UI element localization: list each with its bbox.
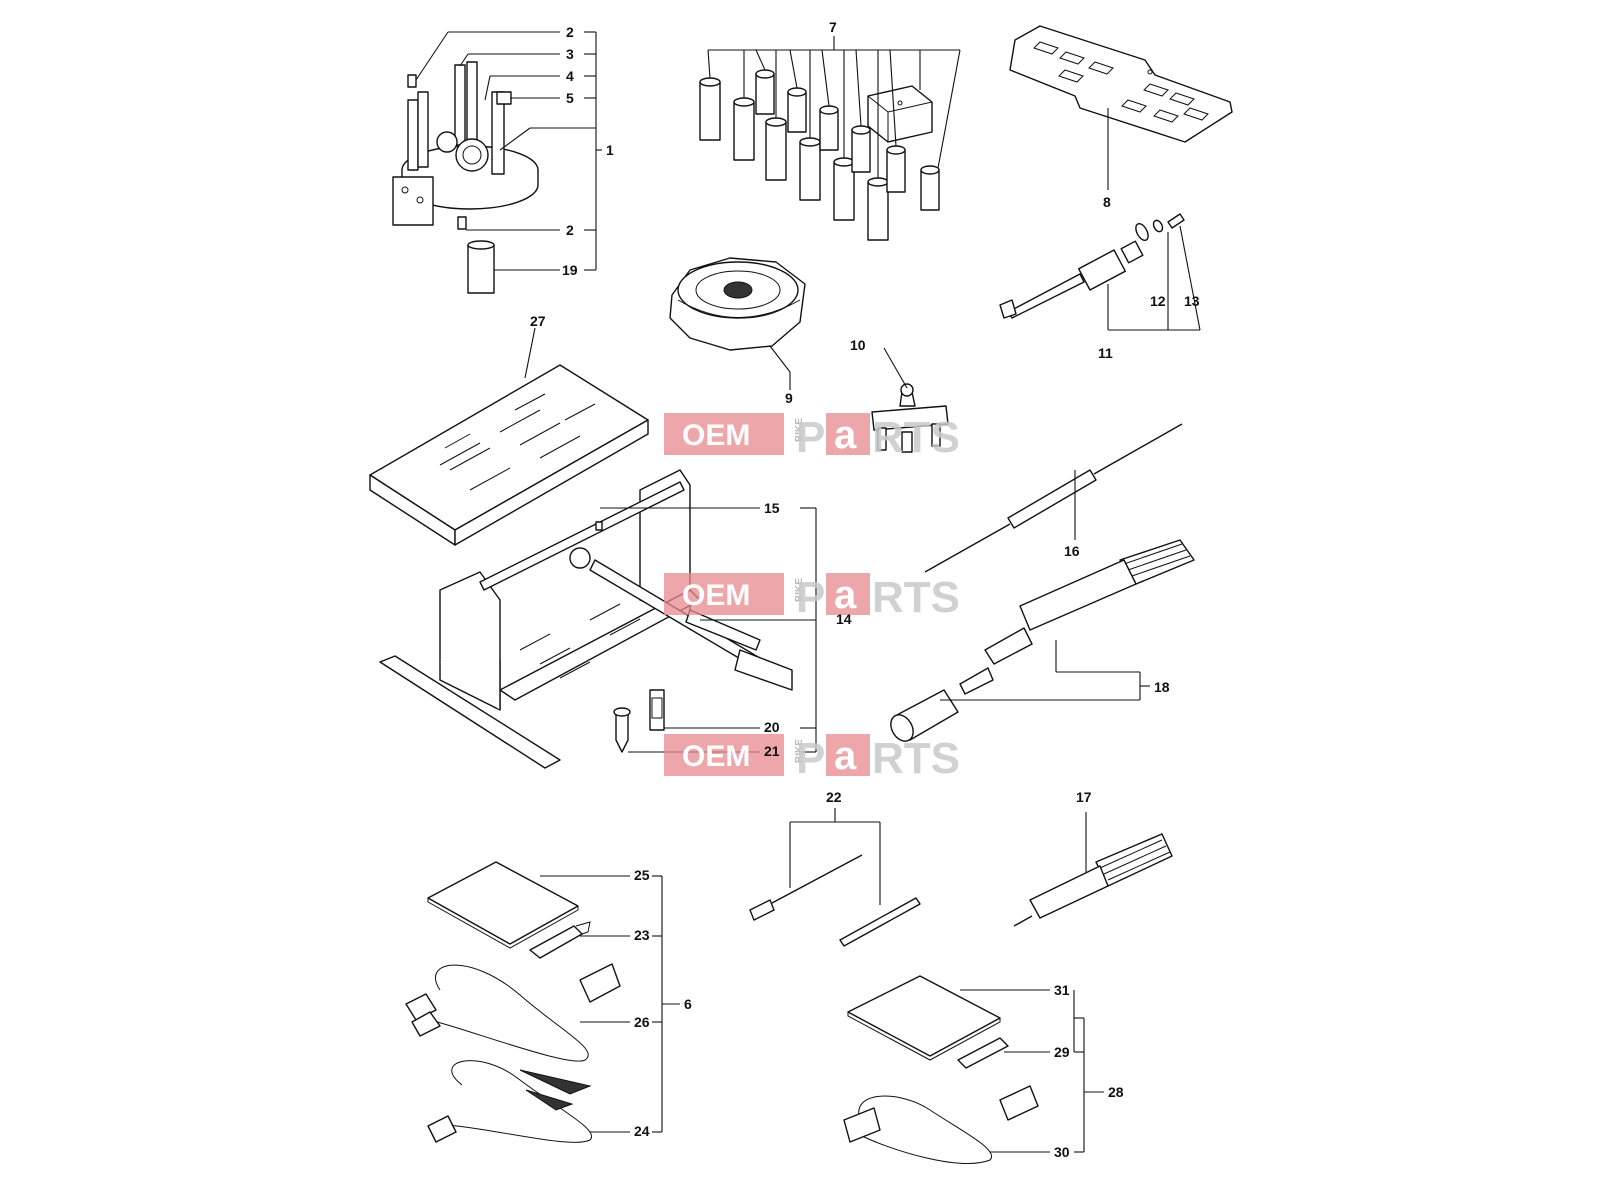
svg-text:OEM: OEM (682, 579, 750, 612)
callout-25: 25 (634, 867, 650, 883)
callout-16: 16 (1064, 543, 1080, 559)
callout-9: 9 (785, 390, 793, 406)
callout-31: 31 (1054, 982, 1070, 998)
svg-text:a: a (834, 413, 857, 457)
svg-text:RTS: RTS (872, 734, 960, 783)
svg-text:P: P (796, 573, 825, 622)
part-small-puller (871, 347, 949, 453)
callout-27: 27 (530, 313, 546, 329)
svg-text:RTS: RTS (872, 413, 960, 462)
svg-text:a: a (834, 573, 857, 617)
callout-22: 22 (826, 789, 842, 805)
callout-18: 18 (1154, 679, 1170, 695)
watermark-2: OEM BIKE P a RTS (664, 573, 960, 622)
callout-29: 29 (1054, 1044, 1070, 1060)
leader-bracket-1 (415, 31, 602, 271)
watermark-1: OEM BIKE P a RTS (664, 413, 960, 462)
part-fixture-assembly (392, 61, 539, 294)
part-diagnostic-kit-2 (843, 975, 1104, 1164)
svg-text:OEM: OEM (682, 740, 750, 773)
callout-20: 20 (764, 719, 780, 735)
callout-3: 3 (566, 46, 574, 62)
part-puller-tool (999, 213, 1201, 331)
callout-21: 21 (764, 743, 780, 759)
part-diagnostic-kit (405, 861, 680, 1143)
callout-28: 28 (1108, 1084, 1124, 1100)
callout-19: 19 (562, 262, 578, 278)
callout-26: 26 (634, 1014, 650, 1030)
callout-6: 6 (684, 996, 692, 1012)
callout-5: 5 (566, 90, 574, 106)
leader-bracket-7 (707, 36, 961, 178)
callout-17: 17 (1076, 789, 1092, 805)
part-holding-plate (1009, 25, 1233, 190)
part-clutch-assembly (669, 257, 806, 390)
part-alignment-rod (924, 423, 1183, 573)
watermark-3: OEM BIKE P a RTS (664, 734, 960, 783)
callout-1: 1 (606, 142, 614, 158)
part-base-board (369, 327, 649, 546)
part-punch-tool (1013, 812, 1173, 927)
callout-4: 4 (566, 68, 574, 84)
svg-text:BIKE: BIKE (794, 578, 805, 602)
callout-labels: 2 3 4 5 1 2 19 7 8 12 13 11 27 10 9 15 1… (530, 19, 1200, 1160)
svg-text:P: P (796, 413, 825, 462)
svg-text:P: P (796, 734, 825, 783)
callout-14: 14 (836, 611, 852, 627)
callout-7: 7 (829, 19, 837, 35)
callout-11: 11 (1098, 345, 1113, 361)
callout-12: 12 (1150, 293, 1166, 309)
callout-23: 23 (634, 927, 650, 943)
callout-8: 8 (1103, 194, 1111, 210)
callout-10: 10 (850, 337, 866, 353)
svg-text:RTS: RTS (872, 573, 960, 622)
callout-15: 15 (764, 500, 780, 516)
svg-text:a: a (834, 734, 857, 778)
callout-2-lower: 2 (566, 222, 574, 238)
svg-text:BIKE: BIKE (794, 418, 805, 442)
part-pin-set (749, 808, 921, 947)
callout-30: 30 (1054, 1144, 1070, 1160)
callout-13: 13 (1184, 293, 1200, 309)
part-stand (379, 469, 793, 769)
part-drift-tool (890, 539, 1195, 742)
callout-24: 24 (634, 1123, 650, 1139)
callout-2: 2 (566, 24, 574, 40)
svg-text:OEM: OEM (682, 419, 750, 452)
part-bushing-set (699, 69, 940, 241)
svg-text:BIKE: BIKE (794, 739, 805, 763)
